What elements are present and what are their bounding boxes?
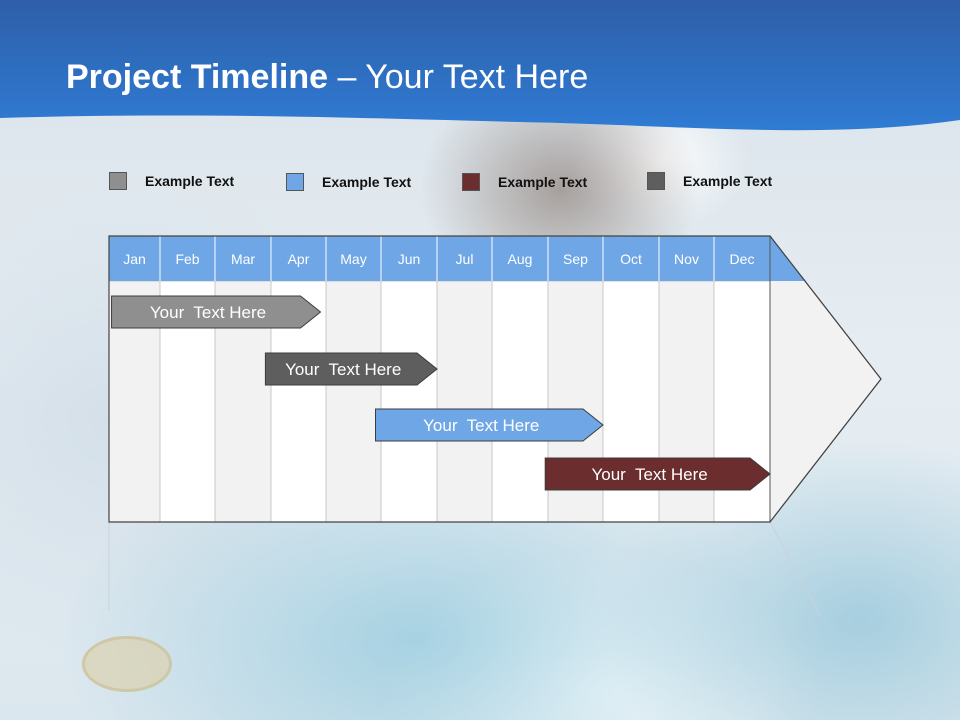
month-column [380, 280, 438, 523]
month-label-jun: Jun [398, 251, 421, 267]
title-bold: Project Timeline [66, 58, 329, 96]
task-label: Your Text Here [423, 416, 539, 435]
month-label-nov: Nov [674, 251, 699, 267]
legend-swatch [109, 172, 127, 190]
month-label-jul: Jul [456, 251, 474, 267]
month-column [491, 280, 549, 523]
month-label-dec: Dec [730, 251, 755, 267]
legend-item-1: Example Text [109, 171, 234, 191]
month-label-mar: Mar [231, 251, 255, 267]
task-bar [111, 295, 322, 329]
task-label: Your Text Here [591, 465, 707, 484]
task-bar [544, 457, 771, 491]
task-bar [375, 408, 604, 442]
legend-label: Example Text [145, 173, 235, 189]
month-label-sep: Sep [563, 251, 588, 267]
month-label-jan: Jan [123, 251, 146, 267]
month-column [325, 280, 382, 523]
month-column [436, 280, 493, 523]
legend-item-2: Example Text [286, 172, 411, 192]
month-label-aug: Aug [508, 251, 533, 267]
task-bar [264, 352, 438, 386]
legend-item-3: Example Text [462, 172, 587, 192]
header-banner [0, 0, 960, 131]
month-label-feb: Feb [175, 251, 199, 267]
legend-swatch [462, 173, 480, 191]
legend-swatch [647, 172, 665, 190]
legend-label: Example Text [498, 174, 588, 190]
legend-swatch [286, 173, 304, 191]
month-label-may: May [340, 251, 366, 267]
timeline-outline [108, 235, 882, 523]
legend-label: Example Text [683, 173, 773, 189]
background-medal [82, 636, 172, 692]
task-label: Your Text Here [285, 360, 401, 379]
task-label: Your Text Here [150, 303, 266, 322]
title-rest: – Your Text Here [328, 58, 589, 96]
month-label-oct: Oct [620, 251, 642, 267]
month-label-apr: Apr [288, 251, 310, 267]
legend-label: Example Text [322, 174, 412, 190]
legend-item-4: Example Text [647, 171, 772, 191]
reflection-line [769, 521, 821, 616]
month-header-row [109, 236, 806, 281]
page-title: Project Timeline – Your Text Here [66, 58, 588, 97]
